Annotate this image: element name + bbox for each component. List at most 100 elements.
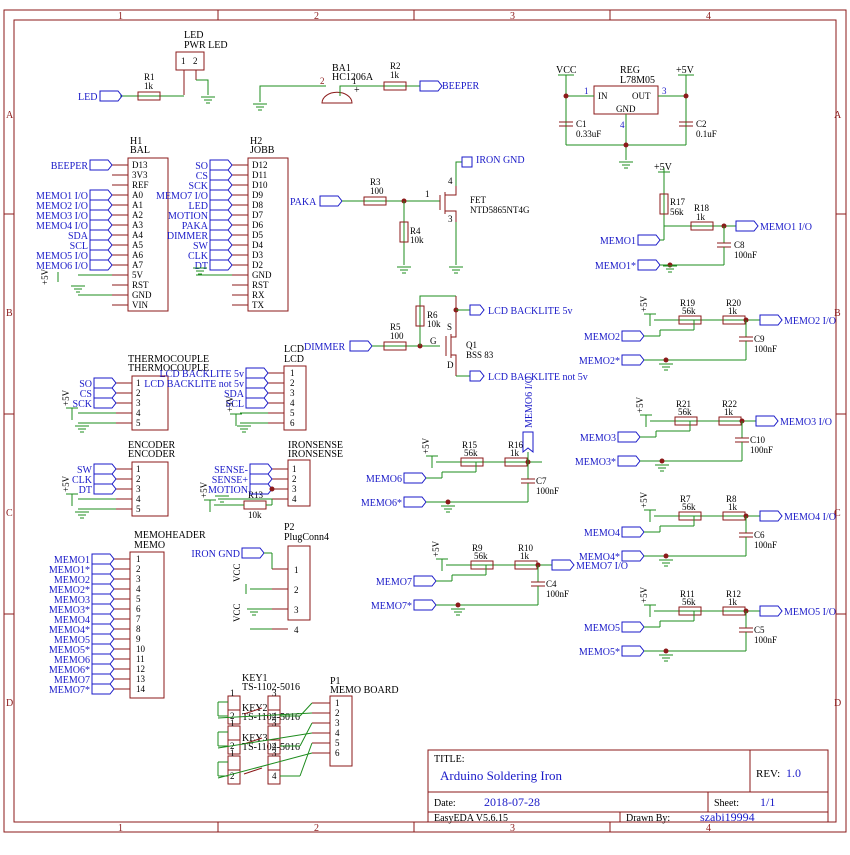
sheet-value: 1/1 bbox=[760, 795, 775, 809]
row-label: C bbox=[6, 508, 13, 519]
resistor bbox=[690, 221, 714, 231]
net-label: SW bbox=[193, 241, 209, 252]
net-label: MEMO4 I/O bbox=[784, 512, 836, 523]
res-ref: R15 bbox=[462, 440, 478, 450]
res-ref: R10 bbox=[518, 543, 534, 553]
svg-text:ENCODER: ENCODER bbox=[128, 449, 176, 460]
res-ref: R9 bbox=[472, 543, 483, 553]
net-led: LED bbox=[78, 92, 97, 103]
power-label: +5V bbox=[639, 491, 649, 508]
memo-pin: 3 bbox=[136, 574, 141, 584]
p1-pin: 4 bbox=[335, 728, 340, 738]
resistor bbox=[678, 315, 702, 325]
net-label: MEMO7 I/O bbox=[576, 561, 628, 572]
h2-pin-name: D4 bbox=[252, 240, 263, 250]
ironsense-pin: 4 bbox=[292, 494, 297, 504]
power-label: +5V bbox=[61, 389, 71, 406]
cap-val: 100nF bbox=[754, 635, 777, 645]
p1-pin: 6 bbox=[335, 748, 340, 758]
date-value: 2018-07-28 bbox=[484, 795, 540, 809]
svg-text:OUT: OUT bbox=[632, 91, 651, 101]
resistor bbox=[460, 457, 484, 467]
res-val: 56k bbox=[670, 207, 684, 217]
res-ref: R17 bbox=[670, 197, 686, 207]
p2-pin: 3 bbox=[294, 605, 299, 615]
svg-text:PAKA: PAKA bbox=[290, 197, 317, 208]
key-pin: 4 bbox=[272, 771, 277, 781]
ironsense-pin: 1 bbox=[292, 464, 297, 474]
net-port bbox=[91, 563, 115, 575]
h1-pin-name: VIN bbox=[132, 300, 148, 310]
svg-text:MEMO BOARD: MEMO BOARD bbox=[330, 685, 399, 696]
svg-text:+: + bbox=[354, 85, 360, 96]
cap-ref: C8 bbox=[734, 240, 745, 250]
row-label: D bbox=[6, 698, 13, 709]
svg-text:BA1: BA1 bbox=[332, 63, 351, 74]
h2-pin-name: RST bbox=[252, 280, 269, 290]
net-label: MEMO6 I/O bbox=[36, 261, 88, 272]
net-port bbox=[249, 483, 273, 495]
net-port bbox=[403, 472, 427, 484]
fet-block: PAKA R3 100 R4 10k 1 4 3 FET NTD5865NT4G… bbox=[290, 155, 530, 274]
h1-pin-name: A1 bbox=[132, 200, 143, 210]
net-label: MEMO6* bbox=[49, 665, 90, 676]
net-port bbox=[245, 377, 269, 389]
p2-pin: 2 bbox=[294, 585, 299, 595]
net-port bbox=[89, 249, 113, 261]
net-label: MEMO6 bbox=[366, 474, 402, 485]
svg-text:+5V: +5V bbox=[676, 65, 695, 76]
thermo-pin: 4 bbox=[136, 408, 141, 418]
h2-pin-name: D2 bbox=[252, 260, 263, 270]
svg-text:H1: H1 bbox=[130, 136, 142, 147]
lcd-connector: LCD LCD bbox=[283, 344, 307, 431]
net-port bbox=[91, 603, 115, 615]
memo-pin: 12 bbox=[136, 664, 145, 674]
net-label: MEMO4* bbox=[579, 552, 620, 563]
res-val: 1k bbox=[520, 551, 530, 561]
net-label: MEMO1* bbox=[49, 565, 90, 576]
h2-pin-name: D12 bbox=[252, 160, 268, 170]
cap-val: 100nF bbox=[750, 445, 773, 455]
r2-resistor bbox=[383, 81, 407, 91]
net-port bbox=[249, 463, 273, 475]
svg-text:G: G bbox=[430, 336, 437, 346]
memo-pin: 11 bbox=[136, 654, 145, 664]
h2-pin-name: D9 bbox=[252, 190, 263, 200]
net-label: MEMO2 I/O bbox=[784, 316, 836, 327]
key-switch-pad bbox=[227, 769, 241, 785]
cap-val: 100nF bbox=[754, 540, 777, 550]
power-label: +5V bbox=[639, 586, 649, 603]
beeper-block: BA1 HC1206A 2 1 + R2 1k BEEPER bbox=[253, 61, 480, 111]
power-label: +5V bbox=[431, 540, 441, 557]
tool-label: EasyEDA V5.6.15 bbox=[434, 813, 508, 824]
h1-pin-name: D13 bbox=[132, 160, 148, 170]
lcd-pin: 1 bbox=[290, 368, 295, 378]
row-label: B bbox=[6, 308, 13, 319]
res-ref: R22 bbox=[722, 399, 737, 409]
p1-pin: 2 bbox=[335, 708, 340, 718]
svg-text:BAL: BAL bbox=[130, 145, 150, 156]
key-pin: 2 bbox=[230, 711, 235, 721]
svg-text:0.33uF: 0.33uF bbox=[576, 129, 601, 139]
wire bbox=[299, 722, 313, 747]
net-lcd-blnot5v-port bbox=[469, 370, 485, 382]
svg-text:NTD5865NT4G: NTD5865NT4G bbox=[470, 205, 530, 215]
net-port bbox=[91, 663, 115, 675]
power-label: +5V bbox=[421, 437, 431, 454]
net-label: MEMO5* bbox=[49, 645, 90, 656]
net-port bbox=[89, 189, 113, 201]
title-label: TITLE: bbox=[434, 754, 465, 765]
q1-block: DIMMER R5 100 R6 10k G S D Q1 BSS 83 LCD… bbox=[304, 295, 588, 383]
resistor bbox=[659, 193, 669, 215]
ironsense-pin: 3 bbox=[292, 484, 297, 494]
svg-text:LCD: LCD bbox=[284, 354, 304, 365]
svg-text:100: 100 bbox=[370, 186, 384, 196]
h1-pin-name: A6 bbox=[132, 250, 143, 260]
net-port bbox=[91, 553, 115, 565]
net-label: SCK bbox=[189, 181, 209, 192]
net-port bbox=[759, 510, 783, 522]
resistor bbox=[470, 560, 494, 570]
net-label: MEMO7* bbox=[371, 601, 412, 612]
svg-text:GND: GND bbox=[616, 104, 636, 114]
svg-text:2: 2 bbox=[320, 76, 325, 86]
